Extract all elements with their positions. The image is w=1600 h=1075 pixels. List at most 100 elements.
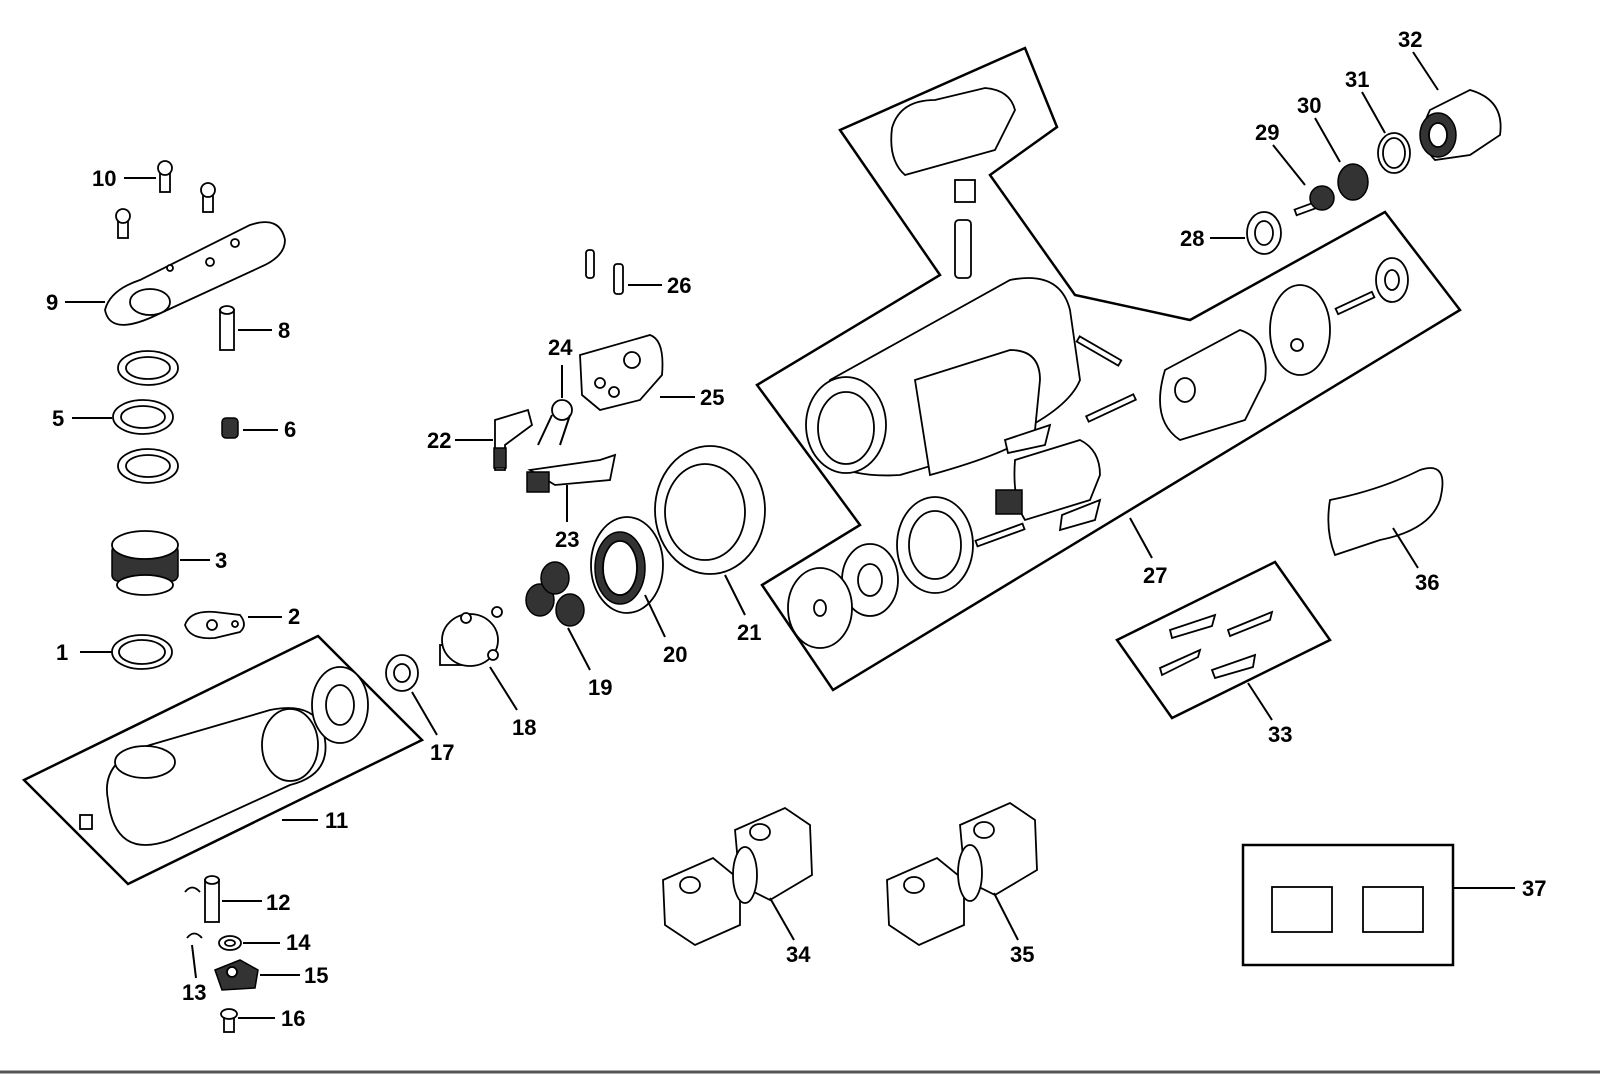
callout-20: 20 [663, 642, 687, 667]
clip-13 [186, 932, 203, 939]
vane-b [974, 522, 1026, 548]
housing-11 [79, 707, 327, 846]
vane-a [1084, 393, 1138, 423]
yoke-25 [579, 334, 664, 411]
callout-1: 1 [56, 640, 68, 665]
callout-18: 18 [512, 715, 536, 740]
callout-36: 36 [1415, 570, 1439, 595]
rotor [995, 439, 1101, 522]
socket-3 [111, 530, 179, 596]
callout-30: 30 [1297, 93, 1321, 118]
label-37b [1362, 886, 1424, 933]
callout-24: 24 [548, 335, 573, 360]
spring-24 [537, 399, 573, 446]
callout-3: 3 [215, 548, 227, 573]
callout-17: 17 [430, 740, 454, 765]
end-plate-front [896, 496, 974, 594]
callout-32: 32 [1398, 27, 1422, 52]
callout-13: 13 [182, 980, 206, 1005]
inlet-32 [1419, 89, 1502, 161]
callout-15: 15 [304, 963, 328, 988]
kit-box-37 [1241, 843, 1455, 967]
callout-27: 27 [1143, 563, 1167, 588]
seal-ring [311, 666, 369, 744]
pawl-22 [493, 408, 534, 471]
callout-35: 35 [1010, 942, 1034, 967]
screw-10c [115, 208, 131, 239]
shim-front [787, 567, 853, 649]
gear-19c [555, 593, 585, 627]
o-ring-31 [1377, 132, 1411, 174]
dowel-mid [1075, 335, 1123, 367]
spring-30 [1337, 163, 1369, 201]
callout-16: 16 [281, 1006, 305, 1031]
pin-8 [219, 305, 235, 351]
kit-box-33 [1115, 560, 1332, 720]
label-37a [1271, 886, 1333, 933]
adapter-35 [886, 801, 1038, 947]
label-36 [1327, 467, 1444, 557]
nut-21 [654, 445, 766, 575]
clip-12 [184, 886, 201, 893]
callout-9: 9 [46, 290, 58, 315]
pawl-23 [526, 453, 617, 493]
wave-washer-5a [117, 350, 179, 386]
callout-33: 33 [1268, 722, 1292, 747]
callout-14: 14 [286, 930, 311, 955]
kit-box-11 [21, 634, 425, 886]
callout-10: 10 [92, 166, 116, 191]
lever-15 [214, 959, 259, 991]
callout-23: 23 [555, 527, 579, 552]
wave-washer-5 [112, 399, 174, 435]
blade-b [1058, 498, 1102, 532]
callout-2: 2 [288, 604, 300, 629]
callout-34: 34 [786, 942, 811, 967]
callout-11: 11 [325, 808, 348, 833]
callout-26: 26 [667, 273, 691, 298]
washer-28 [1246, 211, 1282, 255]
callout-12: 12 [266, 890, 290, 915]
screw-10b [200, 182, 216, 213]
callout-6: 6 [284, 417, 296, 442]
plate-2 [184, 610, 245, 640]
dowel-rear [1334, 290, 1376, 316]
callout-8: 8 [278, 318, 290, 343]
end-plate-rear [1269, 284, 1331, 376]
grip-cover [890, 87, 1016, 176]
callout-19: 19 [588, 675, 612, 700]
callout-22: 22 [427, 428, 451, 453]
callout-37: 37 [1522, 876, 1546, 901]
valve-29 [1293, 185, 1335, 217]
washer-14 [218, 935, 242, 951]
callout-28: 28 [1180, 226, 1204, 251]
bushing-17 [385, 654, 419, 692]
adapter-34 [662, 806, 813, 947]
leader-lines [65, 51, 1515, 1019]
callout-25: 25 [700, 385, 724, 410]
pin-26b [613, 263, 624, 295]
spring-6 [221, 417, 239, 439]
kit-box-27 [755, 46, 1462, 692]
pin-12 [204, 875, 220, 923]
callout-29: 29 [1255, 120, 1279, 145]
vane-kit [1158, 610, 1274, 680]
motor-housing [805, 277, 1081, 477]
gear-19b [540, 561, 570, 595]
cylinder [1159, 329, 1267, 441]
ring-gear-20 [590, 516, 664, 614]
carrier-18 [439, 606, 503, 667]
blade-a [1003, 423, 1052, 455]
plate-9 [104, 221, 286, 326]
wave-washer-5b [117, 448, 179, 484]
callout-31: 31 [1345, 67, 1369, 92]
screw-16 [220, 1008, 238, 1033]
callout-5: 5 [52, 406, 64, 431]
bearing-rear [1375, 257, 1409, 303]
callout-labels: 1 2 3 5 6 8 9 10 11 12 13 14 15 16 17 18… [46, 27, 1546, 1031]
pin-26a [585, 249, 595, 279]
callout-21: 21 [737, 620, 761, 645]
screw-10a [157, 160, 173, 193]
washer-1 [111, 634, 173, 670]
valve-pin [954, 179, 976, 279]
